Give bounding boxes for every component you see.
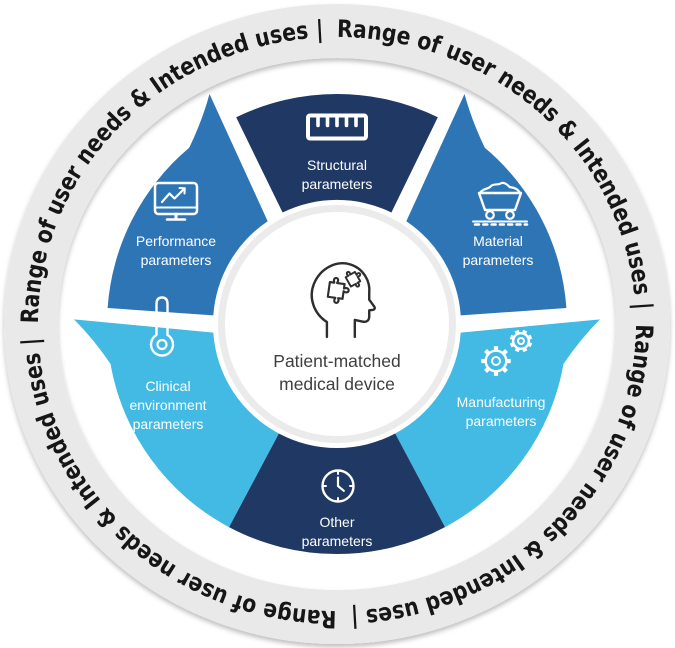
head-with-puzzle-icon bbox=[310, 262, 376, 339]
material-cart-icon bbox=[472, 181, 529, 226]
segment-structural bbox=[236, 94, 438, 213]
segment-label-clinical-line2: environment bbox=[129, 397, 206, 413]
segment-label-manufacturing-line2: parameters bbox=[466, 413, 537, 429]
thermometer-icon bbox=[149, 296, 175, 357]
segment-other bbox=[229, 433, 445, 555]
segment-label-structural-line2: parameters bbox=[302, 176, 373, 192]
hub-circle bbox=[225, 212, 449, 436]
segment-performance bbox=[107, 94, 268, 316]
clock-icon bbox=[321, 469, 355, 503]
segment-labels: StructuralparametersMaterialparametersMa… bbox=[129, 157, 545, 549]
segment-manufacturing bbox=[395, 319, 600, 528]
center-title-line2: medical device bbox=[279, 374, 395, 394]
segment-label-clinical-line3: parameters bbox=[133, 416, 204, 432]
segment-wheel bbox=[74, 94, 600, 555]
performance-monitor-icon bbox=[153, 181, 199, 221]
segment-label-performance-line2: parameters bbox=[141, 252, 212, 268]
ruler-icon bbox=[306, 113, 368, 141]
segment-clinical bbox=[74, 319, 279, 528]
center-hub: Patient-matched medical device bbox=[218, 205, 456, 443]
segment-label-other-line2: parameters bbox=[302, 533, 373, 549]
ring-band bbox=[4, 4, 670, 644]
segment-label-performance-line1: Performance bbox=[136, 233, 216, 249]
segment-label-manufacturing-line1: Manufacturing bbox=[457, 394, 546, 410]
segment-label-other-line1: Other bbox=[319, 514, 354, 530]
segment-label-material-line1: Material bbox=[473, 233, 523, 249]
segment-label-material-line2: parameters bbox=[463, 252, 534, 268]
center-title-line1: Patient-matched bbox=[273, 351, 400, 371]
segment-label-structural-line1: Structural bbox=[307, 157, 367, 173]
gears-icon bbox=[481, 329, 533, 376]
segment-label-clinical-line1: Clinical bbox=[145, 378, 190, 394]
segment-material bbox=[406, 94, 567, 316]
